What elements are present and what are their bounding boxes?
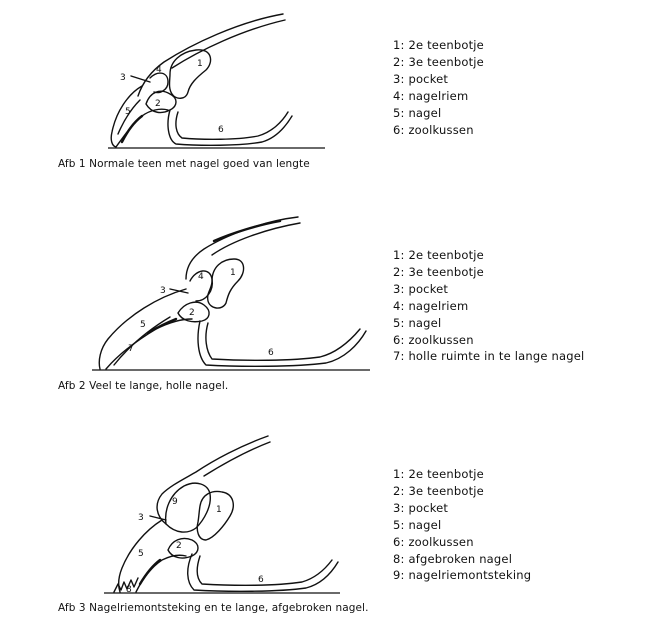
cuticle-fold [150, 73, 168, 92]
sole-pad-inner [197, 556, 332, 585]
label-5: 5 [125, 107, 131, 117]
label-8: 8 [126, 585, 132, 595]
figure-1: 1 2 3 4 5 6 1: 2e teenbotje 2: 3e teenbo… [0, 0, 648, 200]
label-6: 6 [268, 348, 274, 358]
legend-item: 7: holle ruimte in te lange nagel [393, 348, 584, 365]
label-6: 6 [218, 125, 224, 135]
legend-item: 2: 3e teenbotje [393, 264, 584, 281]
skin-outline-inner [204, 442, 270, 476]
label-3: 3 [120, 73, 126, 83]
legend-item: 1: 2e teenbotje [393, 247, 584, 264]
label-4: 4 [156, 65, 162, 75]
nail-outline-bottom [136, 555, 186, 592]
label-1: 1 [216, 505, 222, 515]
legend-item: 3: pocket [393, 281, 584, 298]
toe-diagram-3: 1 2 3 5 6 8 9 [0, 420, 648, 620]
label-7: 7 [128, 344, 134, 354]
label-5: 5 [140, 320, 146, 330]
label-6: 6 [258, 575, 264, 585]
caption-2: Afb 2 Veel te lange, holle nagel. [58, 380, 228, 392]
inflamed-cuticle [166, 483, 211, 532]
legend-item: 5: nagel [393, 105, 484, 122]
label-2: 2 [176, 541, 182, 551]
skin-outline-inner [172, 20, 285, 68]
sole-pad-inner [176, 112, 288, 139]
label-2: 2 [189, 308, 195, 318]
legend-item: 1: 2e teenbotje [393, 37, 484, 54]
legend-3: 1: 2e teenbotje 2: 3e teenbotje 3: pocke… [393, 466, 531, 584]
nail-dark-segment [148, 319, 176, 333]
pointer-3 [150, 516, 166, 520]
legend-item: 8: afgebroken nagel [393, 551, 531, 568]
legend-item: 5: nagel [393, 315, 584, 332]
label-5: 5 [138, 549, 144, 559]
legend-item: 6: zoolkussen [393, 122, 484, 139]
label-3: 3 [160, 286, 166, 296]
caption-3: Afb 3 Nagelriemontsteking en te lange, a… [58, 602, 369, 614]
legend-item: 2: 3e teenbotje [393, 483, 531, 500]
figure-2: 1 2 3 4 5 6 7 1: 2e teenbotje 2: 3e teen… [0, 205, 648, 405]
bone-1 [197, 492, 233, 540]
label-1: 1 [230, 268, 236, 278]
caption-1: Afb 1 Normale teen met nagel goed van le… [58, 158, 310, 170]
legend-item: 5: nagel [393, 517, 531, 534]
legend-1: 1: 2e teenbotje 2: 3e teenbotje 3: pocke… [393, 37, 484, 138]
figure-3: 1 2 3 5 6 8 9 1: 2e teenbotje 2: 3e teen… [0, 420, 648, 620]
label-3: 3 [138, 513, 144, 523]
legend-item: 6: zoolkussen [393, 332, 584, 349]
legend-item: 3: pocket [393, 71, 484, 88]
legend-item: 6: zoolkussen [393, 534, 531, 551]
legend-item: 2: 3e teenbotje [393, 54, 484, 71]
sole-pad-inner [206, 323, 360, 360]
skin-outline-inner [212, 223, 300, 255]
label-1: 1 [197, 59, 203, 69]
legend-item: 4: nagelriem [393, 298, 584, 315]
legend-item: 1: 2e teenbotje [393, 466, 531, 483]
legend-2: 1: 2e teenbotje 2: 3e teenbotje 3: pocke… [393, 247, 584, 365]
legend-item: 9: nagelriemontsteking [393, 567, 531, 584]
toe-diagram-1: 1 2 3 4 5 6 [0, 0, 648, 200]
label-2: 2 [155, 99, 161, 109]
label-4: 4 [198, 272, 204, 282]
nail-dark-line [140, 560, 160, 584]
legend-item: 3: pocket [393, 500, 531, 517]
label-9: 9 [172, 497, 178, 507]
legend-item: 4: nagelriem [393, 88, 484, 105]
